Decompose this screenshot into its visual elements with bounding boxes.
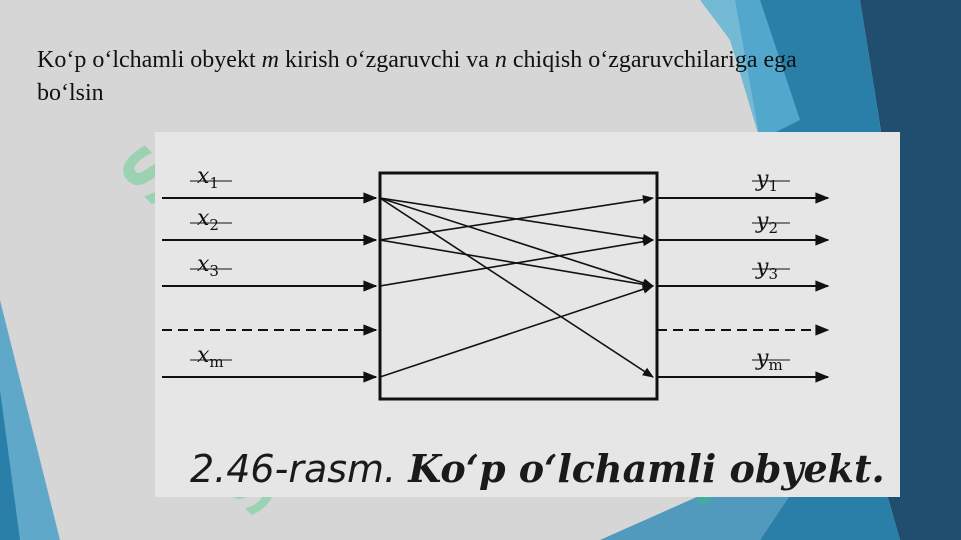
title-text: Ko‘p o‘lchamli obyekt m kirish o‘zgaruvc… bbox=[37, 47, 797, 106]
input-label: x2 bbox=[197, 206, 219, 234]
facet-light bbox=[700, 0, 800, 140]
output-label: y1 bbox=[755, 167, 778, 195]
title-part: Ko‘p o‘lchamli obyekt bbox=[37, 47, 262, 73]
figure-caption: 2.46-rasm. Ko‘p o‘lchamli obyekt. bbox=[190, 446, 885, 491]
input-label: xm bbox=[197, 343, 224, 371]
facet-left-2 bbox=[0, 390, 20, 540]
output-label: y2 bbox=[755, 209, 778, 237]
caption-number: 2.46-rasm. bbox=[190, 447, 397, 491]
connection-arrow bbox=[379, 237, 655, 287]
facet-bottom bbox=[600, 330, 900, 540]
title-part: m bbox=[261, 47, 279, 73]
output-label: y3 bbox=[755, 255, 778, 283]
title-part: chiqish o‘zgaruvchilariga ega bo‘lsin bbox=[37, 47, 797, 106]
output-label: ym bbox=[755, 346, 783, 374]
title-part: n bbox=[494, 47, 507, 73]
facet-left bbox=[0, 300, 60, 540]
connection-arrow bbox=[379, 197, 654, 378]
connection-arrow bbox=[379, 197, 655, 288]
connection-arrow bbox=[379, 197, 655, 243]
connection-arrow bbox=[379, 284, 655, 378]
input-label: x3 bbox=[197, 252, 219, 280]
figure-panel bbox=[155, 132, 900, 497]
caption-title: Ko‘p o‘lchamli obyekt. bbox=[408, 446, 885, 491]
title-part: kirish o‘zgaruvchi va bbox=[278, 47, 495, 73]
slide-title: Ko‘p o‘lchamli obyekt m kirish o‘zgaruvc… bbox=[37, 44, 797, 110]
input-label: x1 bbox=[197, 164, 219, 192]
